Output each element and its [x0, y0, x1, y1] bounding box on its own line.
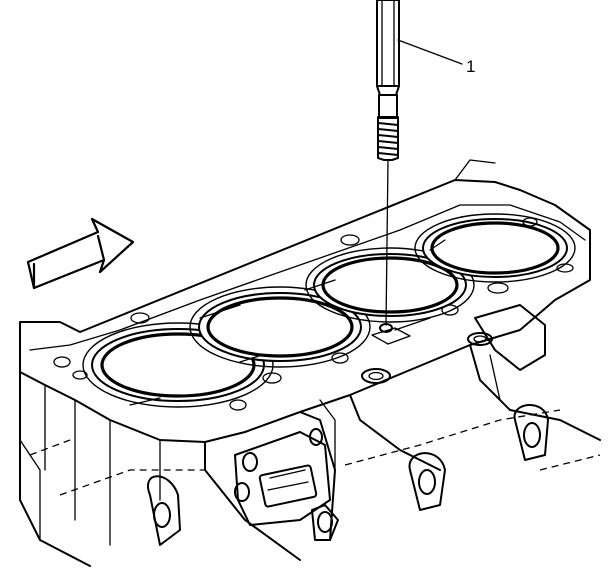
- front-bosses: [147, 304, 549, 546]
- arrow-right-icon: [26, 217, 135, 290]
- engine-block: [19, 159, 601, 567]
- cylinder-bore-2: [189, 286, 371, 368]
- cylinder-bore-1: [82, 322, 274, 408]
- block-front-face: [19, 344, 601, 567]
- block-hidden-line-1: [59, 469, 205, 496]
- block-side-lines: [19, 384, 161, 546]
- tool-threads: [377, 117, 399, 156]
- deck-back-edge: [454, 159, 496, 181]
- deck-inner-edge: [29, 204, 586, 351]
- callout-leader-1: [397, 39, 463, 65]
- tool-centerline: [385, 159, 389, 326]
- tool-shaft: [376, 0, 400, 333]
- cylinder-bore-4: [414, 213, 576, 283]
- block-hidden-line-3: [344, 409, 561, 466]
- block-hidden-line-2: [29, 439, 71, 456]
- cylinder-bores: [82, 213, 576, 408]
- callout-label-1: 1: [466, 57, 475, 76]
- cylinder-bore-3: [305, 247, 475, 323]
- block-hidden-line-4: [539, 454, 601, 471]
- deck-holes: [53, 217, 574, 411]
